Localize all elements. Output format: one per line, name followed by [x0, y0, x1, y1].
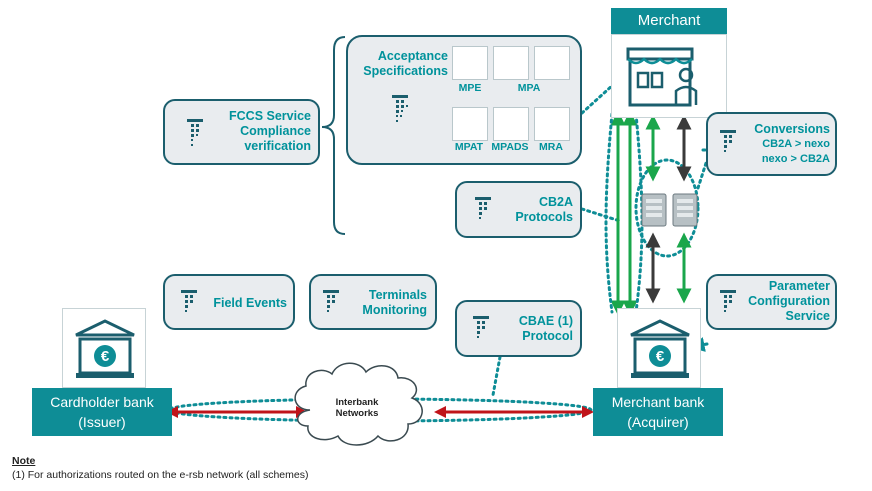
merchant-bank-icon-frame: €	[617, 308, 701, 388]
merchant-title: Merchant	[637, 12, 701, 29]
acceptance-item-label: MPA	[517, 82, 541, 94]
cbae-protocol-box: CBAE (1) Protocol	[455, 300, 582, 357]
cardholder-bank-line1: Cardholder bank	[50, 394, 154, 410]
terminals-line2: Monitoring	[362, 303, 427, 317]
merchant-bank-line2: (Acquirer)	[627, 414, 689, 430]
terminal-mpa-icon	[493, 46, 529, 80]
server-icon	[641, 193, 667, 227]
terminal-mra-icon	[534, 107, 570, 141]
cb2a-line2: Protocols	[515, 210, 573, 224]
acceptance-item-label: MPAT	[454, 141, 484, 153]
cardholder-bank-bar: Cardholder bank (Issuer)	[32, 388, 172, 436]
merchant-title-bar: Merchant	[611, 8, 727, 34]
fccs-line1: FCCS Service	[229, 109, 311, 123]
terminal-mpe-icon	[452, 46, 488, 80]
dots-logo-icon	[473, 316, 489, 338]
cardholder-bank-line2: (Issuer)	[78, 414, 126, 430]
cardholder-bank-icon-frame: €	[62, 308, 146, 388]
shop-icon	[626, 47, 698, 107]
dots-logo-icon	[187, 119, 203, 146]
parameter-line2: Configuration	[748, 294, 830, 308]
fccs-line3: verification	[244, 139, 311, 153]
interbank-line1: Interbank	[335, 397, 379, 408]
cbae-line2: Protocol	[522, 329, 573, 343]
conversions-box: Conversions CB2A > nexo nexo > CB2A	[706, 112, 837, 176]
conversions-title: Conversions	[754, 122, 830, 136]
cbae-line1: CBAE (1)	[518, 314, 573, 328]
field-events-label: Field Events	[213, 296, 287, 310]
merchant-bank-line1: Merchant bank	[611, 394, 705, 410]
grouping-brace	[321, 36, 346, 235]
merchant-bank-bar: Merchant bank (Acquirer)	[593, 388, 723, 436]
terminals-monitoring-box: Terminals Monitoring	[309, 274, 437, 330]
field-events-box: Field Events	[163, 274, 295, 330]
parameter-configuration-box: Parameter Configuration Service	[706, 274, 837, 330]
svg-text:€: €	[656, 348, 665, 365]
conversions-line1: CB2A > nexo	[762, 138, 830, 150]
server-icon	[672, 193, 698, 227]
cloud-shape	[294, 362, 423, 446]
dots-logo-icon	[720, 130, 736, 152]
note-title: Note	[12, 455, 36, 467]
fccs-line2: Compliance	[240, 124, 311, 138]
svg-text:€: €	[101, 348, 110, 365]
fccs-service-box: FCCS Service Compliance verification	[163, 99, 320, 165]
dots-logo-icon	[392, 95, 408, 122]
conversions-line2: nexo > CB2A	[761, 153, 830, 165]
acceptance-title-line1: Acceptance	[377, 49, 448, 63]
dots-logo-icon	[475, 197, 491, 219]
terminal-kiosk-icon	[534, 46, 570, 80]
parameter-line1: Parameter	[768, 279, 830, 293]
converter-arrows	[645, 114, 692, 304]
interbank-label: Interbank Networks	[322, 397, 392, 419]
terminal-mpads-icon	[493, 107, 529, 141]
cb2a-line1: CB2A	[538, 195, 573, 209]
merchant-icon-frame	[611, 34, 727, 118]
cb2a-protocols-box: CB2A Protocols	[455, 181, 582, 238]
dots-logo-icon	[720, 290, 736, 312]
interbank-line2: Networks	[335, 408, 379, 419]
bank-euro-icon: €	[630, 319, 690, 378]
bank-euro-icon: €	[75, 319, 135, 378]
dots-logo-icon	[323, 290, 339, 312]
terminals-line1: Terminals	[368, 288, 427, 302]
parameter-line3: Service	[785, 309, 830, 323]
acceptance-item-label: MPE	[458, 82, 482, 94]
acceptance-title-line2: Specifications	[363, 64, 448, 78]
acceptance-specifications-box: Acceptance Specifications MPE MPA MPAT M…	[346, 35, 582, 165]
acceptance-item-label: MPADS	[491, 141, 529, 153]
acceptance-item-label: MRA	[539, 141, 563, 153]
dots-logo-icon	[181, 290, 197, 312]
note-text: (1) For authorizations routed on the e-r…	[12, 469, 309, 481]
terminal-mpat-icon	[452, 107, 488, 141]
